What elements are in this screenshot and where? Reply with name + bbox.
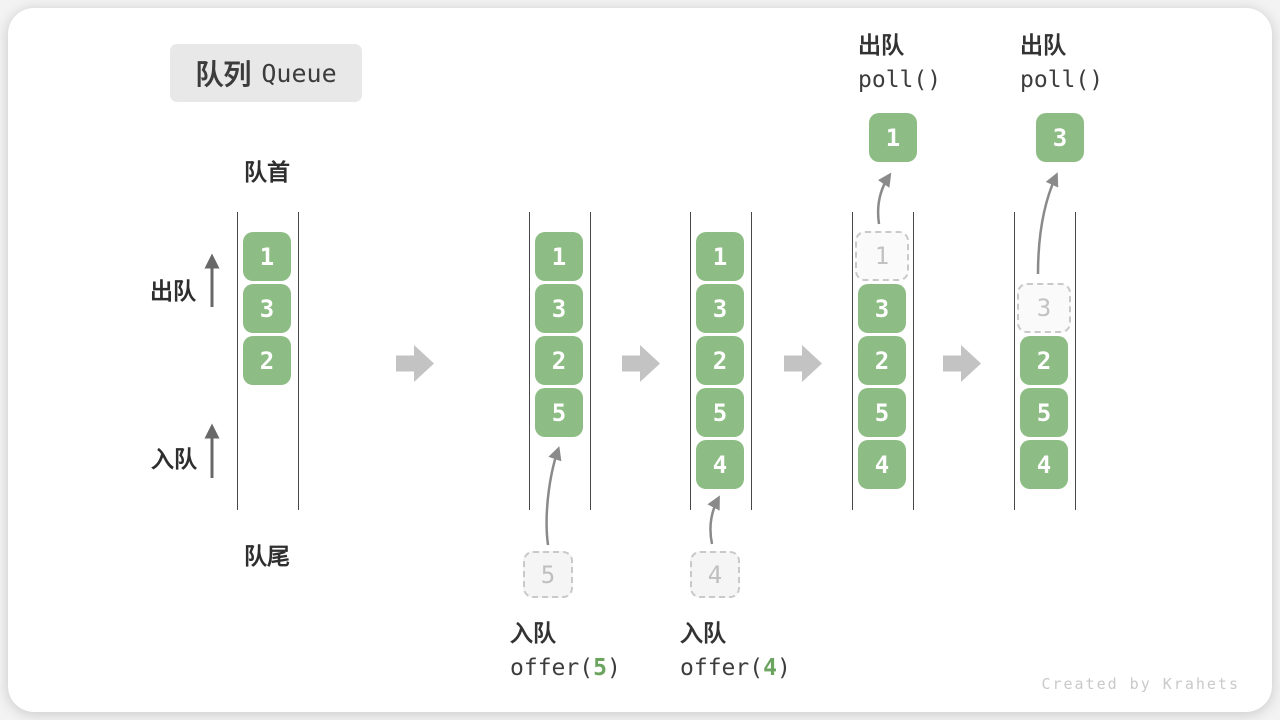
queue-cell: 2: [243, 336, 291, 385]
op-offer-4: 入队 offer(4): [680, 616, 791, 686]
queue-cell: 1: [243, 232, 291, 281]
title-english: Queue: [261, 58, 337, 88]
queue-cell: 5: [858, 388, 906, 437]
queue-cell: 3: [696, 284, 744, 333]
op-offer-4-close: ): [776, 655, 791, 681]
op-poll-1-label: 出队: [858, 32, 904, 58]
title-chinese: 队列: [195, 59, 252, 90]
queue-cell: 3: [535, 284, 583, 333]
op-offer-4-fn: offer(: [680, 655, 764, 681]
popped-cell: 3: [1036, 113, 1084, 162]
op-poll-2-label: 出队: [1020, 32, 1066, 58]
queue-cell: 5: [535, 388, 583, 437]
queue-cell: 3: [243, 284, 291, 333]
queue1-right-wall: [297, 212, 299, 510]
watermark: Created by Krahets: [1041, 675, 1240, 693]
incoming-cell-ghost: 5: [523, 551, 573, 598]
queue-cell: 2: [1020, 336, 1068, 385]
queue1-left-wall: [236, 212, 238, 510]
popped-cell: 1: [869, 113, 917, 162]
queue-cell: 4: [1020, 440, 1068, 489]
op-offer-5: 入队 offer(5): [510, 616, 621, 686]
queue-cell: 5: [1020, 388, 1068, 437]
incoming-cell-ghost: 4: [690, 551, 740, 598]
label-dequeue: 出队: [150, 278, 196, 304]
queue3-right-wall: [750, 212, 752, 510]
removed-cell-ghost: 1: [855, 231, 909, 281]
op-offer-5-fn: offer(: [510, 655, 594, 681]
queue4-right-wall: [912, 212, 914, 510]
queue-cell: 3: [858, 284, 906, 333]
queue-cell: 4: [696, 440, 744, 489]
op-offer-4-code: offer(4): [680, 650, 791, 686]
queue4-left-wall: [851, 212, 853, 510]
op-offer-4-label: 入队: [680, 620, 726, 646]
op-offer-5-label: 入队: [510, 620, 556, 646]
op-offer-4-arg: 4: [763, 655, 777, 681]
op-poll-2: 出队 poll(): [1020, 28, 1103, 98]
diagram-title: 队列 Queue: [170, 44, 362, 102]
queue5-right-wall: [1074, 212, 1076, 510]
queue-cell: 2: [858, 336, 906, 385]
label-enqueue: 入队: [151, 446, 197, 472]
queue5-left-wall: [1013, 212, 1015, 510]
op-poll-2-code: poll(): [1020, 67, 1104, 93]
removed-cell-ghost: 3: [1017, 283, 1071, 333]
op-poll-1-code: poll(): [858, 67, 942, 93]
queue-cell: 4: [858, 440, 906, 489]
queue-cell: 2: [696, 336, 744, 385]
label-queue-front: 队首: [244, 159, 290, 185]
queue-cell: 2: [535, 336, 583, 385]
queue-cell: 1: [535, 232, 583, 281]
diagram-card: [8, 8, 1272, 712]
label-queue-rear: 队尾: [244, 543, 290, 569]
queue2-left-wall: [528, 212, 530, 510]
queue-cell: 1: [696, 232, 744, 281]
op-offer-5-close: ): [606, 655, 621, 681]
op-offer-5-arg: 5: [593, 655, 607, 681]
queue2-right-wall: [589, 212, 591, 510]
op-offer-5-code: offer(5): [510, 650, 621, 686]
queue-cell: 5: [696, 388, 744, 437]
queue3-left-wall: [689, 212, 691, 510]
op-poll-1: 出队 poll(): [858, 28, 941, 98]
